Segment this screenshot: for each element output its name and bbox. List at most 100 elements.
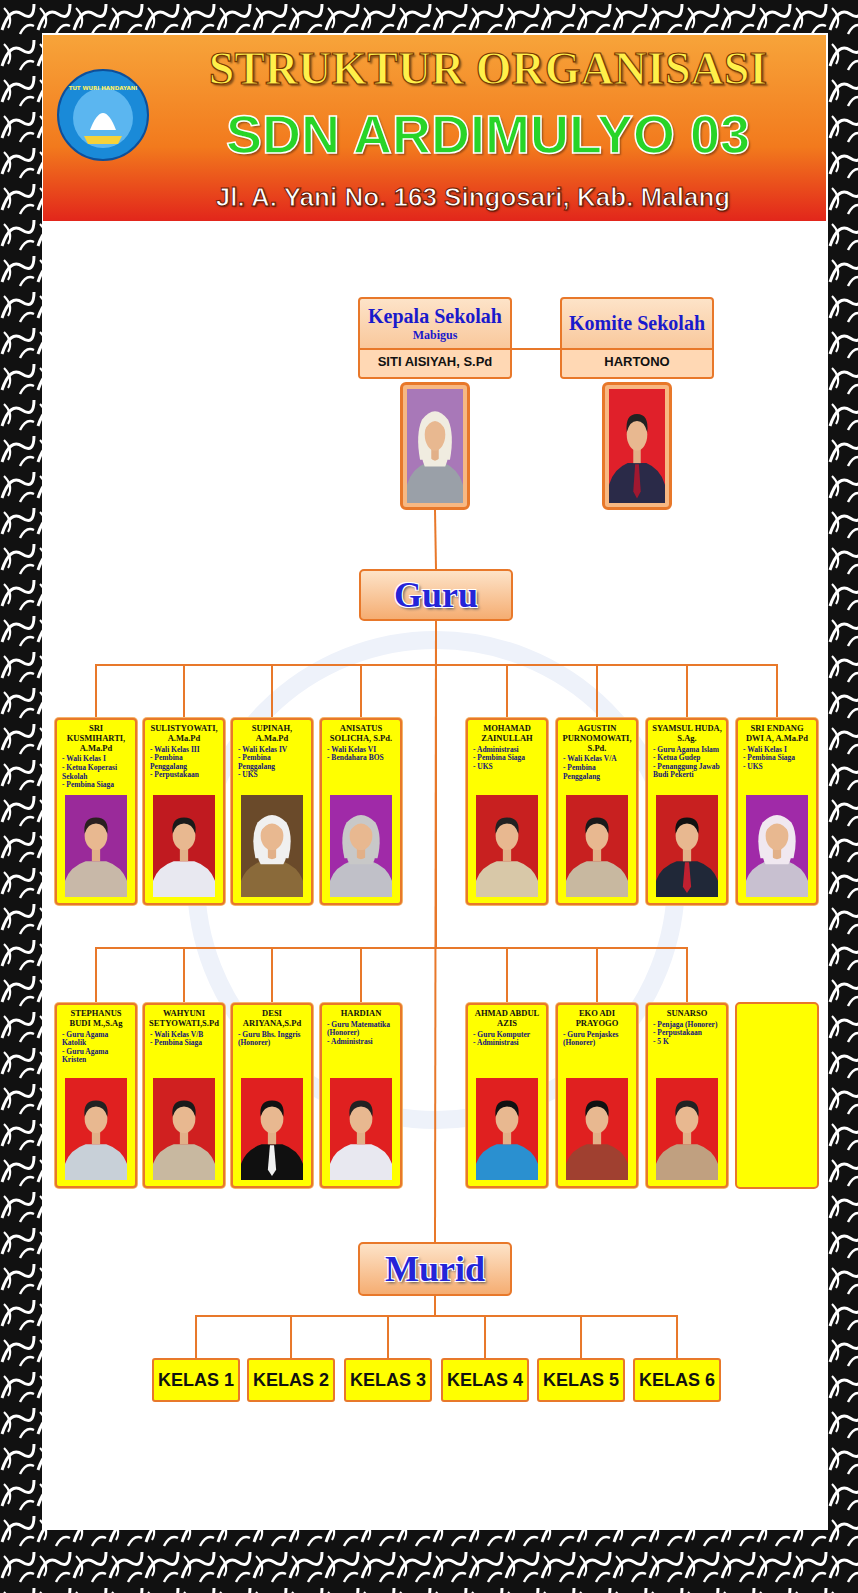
photo-holder (236, 1073, 308, 1180)
hair (585, 817, 608, 833)
duty-item: - Pembina Siaga (60, 781, 132, 790)
page-ground (42, 33, 828, 1530)
duty-item: - Pembina Siaga (471, 754, 543, 763)
teacher-name: DESI ARIYANA,S.Pd (236, 1009, 308, 1029)
duty-item: - Wali Kelas I (741, 746, 813, 755)
photo-ground (656, 795, 718, 897)
school-name: SDN ARDIMULYO 03 (150, 107, 826, 161)
name-band: HARTONO (562, 348, 712, 377)
photo-ground (407, 389, 463, 503)
hair (675, 817, 698, 833)
hair (172, 1100, 195, 1116)
photo-frame (153, 1078, 215, 1180)
teacher-card: WAHYUNI SETYOWATI,S.Pd- Wali Kelas V/B- … (143, 1003, 225, 1188)
clothes (330, 861, 392, 897)
class-name: KELAS 2 (253, 1371, 329, 1389)
portrait-photo (476, 1078, 538, 1180)
clothes (241, 1144, 303, 1180)
photo-holder (60, 790, 132, 897)
person-name: HARTONO (568, 354, 706, 371)
header-box: Kepala SekolahMabigusSITI AISIYAH, S.Pd (358, 297, 512, 379)
photo-ground (476, 795, 538, 897)
photo-frame (241, 795, 303, 897)
photo-holder (148, 790, 220, 897)
photo-holder (471, 790, 543, 897)
class-name: KELAS 1 (158, 1371, 234, 1389)
photo-frame (65, 795, 127, 897)
clothes (241, 861, 303, 897)
photo-frame (602, 382, 672, 510)
photo-ground (656, 1078, 718, 1180)
photo-ground (153, 1078, 215, 1180)
connector-line (361, 621, 436, 718)
role-title: Kepala Sekolah (366, 305, 504, 328)
photo-frame (566, 795, 628, 897)
connector-line (272, 621, 436, 718)
teacher-name: SRI ENDANG DWI A, A.Ma.Pd (741, 724, 813, 744)
portrait-photo (330, 1078, 392, 1180)
teacher-name: MOHAMAD ZAINULLAH (471, 724, 543, 744)
hair (675, 1100, 698, 1116)
teacher-card: DESI ARIYANA,S.Pd- Guru Bhs. Inggris (Ho… (231, 1003, 313, 1188)
duty-item: - Penanggung Jawab Budi Pekerti (651, 763, 723, 780)
tie (268, 1145, 276, 1176)
duty-item: - Guru Agama Islam (651, 746, 723, 755)
connector-line (196, 1296, 435, 1358)
teacher-name: STEPHANUS BUDI M.,S.Ag (60, 1009, 132, 1029)
portrait-photo (746, 795, 808, 897)
portrait-photo (330, 795, 392, 897)
connector-line (435, 621, 436, 1242)
photo-ground (65, 1078, 127, 1180)
teacher-name: SUPINAH, A.Ma.Pd (236, 724, 308, 744)
duty-item: - Guru Agama Katolik (60, 1031, 132, 1048)
hijab-top (260, 818, 285, 832)
teacher-name: HARDIAN (325, 1009, 397, 1019)
hair (626, 414, 647, 432)
clothes (153, 1144, 215, 1180)
duty-item: - Guru Matematika (Honorer) (325, 1021, 397, 1038)
duty-item: - Wali Kelas VI (325, 746, 397, 755)
duty-item: - Wali Kelas III (148, 746, 220, 755)
photo-frame (566, 1078, 628, 1180)
photo-holder (148, 1073, 220, 1180)
page-title: STRUKTUR ORGANISASI (150, 46, 826, 92)
school-address: Jl. A. Yani No. 163 Singosari, Kab. Mala… (120, 184, 826, 210)
photo-frame (330, 795, 392, 897)
teacher-card: MOHAMAD ZAINULLAH- Administrasi- Pembina… (466, 718, 548, 905)
student-group-box: Murid (358, 1242, 512, 1296)
clothes (566, 1144, 628, 1180)
teacher-card: AHMAD ABDUL AZIS- Guru Komputer- Adminis… (466, 1003, 548, 1188)
hair (585, 1100, 608, 1116)
teacher-card: SUPINAH, A.Ma.Pd- Wali Kelas IV- Pembina… (231, 718, 313, 905)
connector-line (435, 1296, 677, 1358)
connector-line (388, 1296, 435, 1358)
duty-item: - Administrasi (325, 1038, 397, 1047)
committee-box: Komite SekolahHARTONO (560, 297, 714, 510)
teacher-name: SYAMSUL HUDA, S.Ag. (651, 724, 723, 744)
connector-line (512, 348, 560, 350)
portrait-photo (656, 1078, 718, 1180)
role-subtitle: Mabigus (366, 328, 504, 342)
photo-holder (561, 1073, 633, 1180)
hijab-top (765, 818, 790, 832)
class-name: KELAS 4 (447, 1371, 523, 1389)
photo-ground (566, 795, 628, 897)
photo-frame (476, 795, 538, 897)
duty-item: - Wali Kelas I (60, 755, 132, 764)
role-title: Komite Sekolah (568, 312, 706, 335)
header-top: Komite Sekolah (562, 299, 712, 348)
connector-line (435, 1296, 581, 1358)
photo-ground (746, 795, 808, 897)
teacher-card: SUNARSO- Penjaga (Honorer)- Perpustakaan… (646, 1003, 728, 1188)
hijab-top (424, 415, 446, 431)
photo-ground (241, 1078, 303, 1180)
hair (495, 1100, 518, 1116)
photo-ground (566, 1078, 628, 1180)
teacher-card: SRI KUSMIHARTI, A.Ma.Pd- Wali Kelas I- K… (55, 718, 137, 905)
teacher-name: AHMAD ABDUL AZIS (471, 1009, 543, 1029)
photo-holder (236, 790, 308, 897)
portrait-photo (153, 795, 215, 897)
clothes (330, 1144, 392, 1180)
duty-item: - Ketua Koperasi Sekolah (60, 764, 132, 781)
photo-frame (241, 1078, 303, 1180)
